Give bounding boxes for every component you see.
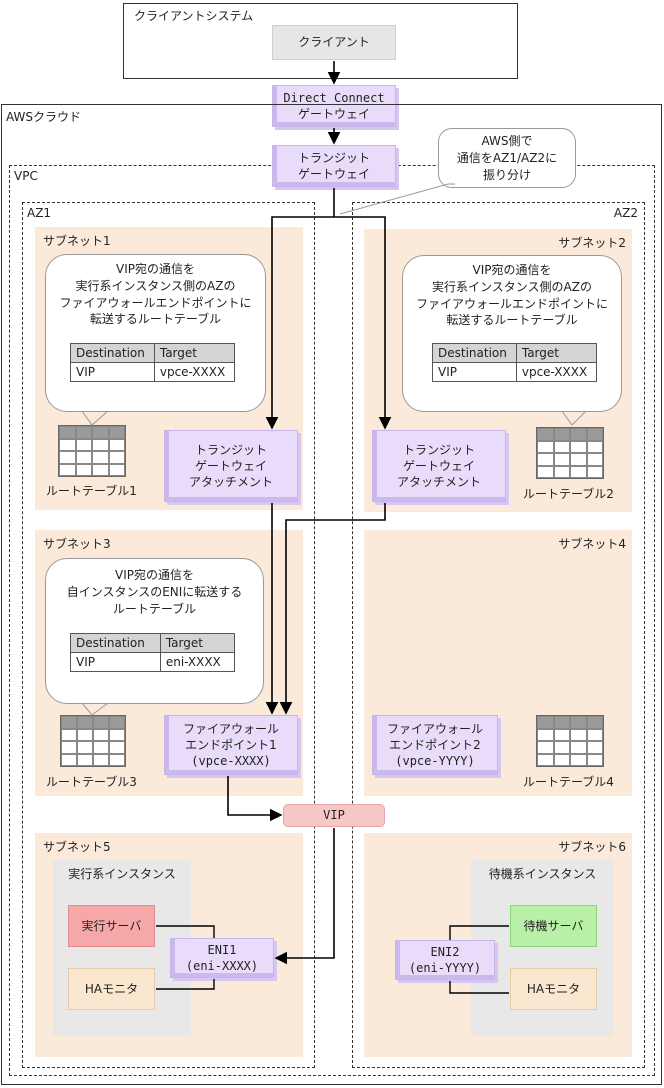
aws-note-line1: AWS側で [481, 134, 533, 148]
rt3-cell-target: eni-XXXX [159, 652, 236, 672]
route-table2-icon [536, 427, 604, 479]
subnet3-title: サブネット3 [43, 537, 111, 551]
aws-note-line3: 振り分け [482, 167, 531, 182]
eni1-line2: (eni-XXXX) [185, 959, 259, 973]
rt3-header-target: Target [159, 633, 236, 653]
rt2-cell-destination: VIP [432, 362, 517, 382]
rt1-cell-target: vpce-XXXX [153, 362, 236, 382]
subnet3-note-line1: VIP宛の通信を [115, 568, 194, 582]
route-table1-icon [58, 425, 126, 477]
subnet2-route-note: VIP宛の通信を 実行系インスタンス側のAZの ファイアウォールエンドポイントに… [402, 255, 622, 412]
fw1-line3: (vpce-XXXX) [191, 754, 271, 769]
active-instance-title: 実行系インスタンス [68, 867, 176, 881]
firewall-endpoint2: ファイアウォールエンドポイント2 (vpce-YYYY) [372, 715, 498, 775]
standby-ha-monitor: HAモニタ [510, 968, 597, 1010]
subnet1-title: サブネット1 [43, 234, 111, 248]
subnet4-title: サブネット4 [558, 537, 626, 551]
dc-gateway-line2: ゲートウェイ [297, 107, 370, 121]
active-ha-monitor: HAモニタ [68, 968, 155, 1010]
rt1-header-target: Target [153, 343, 236, 363]
eni2-line2: (eni-YYYY) [408, 961, 482, 975]
eni2-line1: ENI2 [430, 944, 460, 959]
rt3-cell-destination: VIP [70, 652, 161, 672]
fw2-line1: ファイアウォール [386, 721, 483, 736]
rt2-cell-target: vpce-XXXX [515, 362, 598, 382]
firewall-endpoint1: ファイアウォールエンドポイント1 (vpce-XXXX) [164, 715, 298, 775]
az2-title: AZ2 [613, 206, 638, 220]
subnet2-note-line2: 実行系インスタンス側のAZの [432, 279, 592, 294]
subnet3-route-note: VIP宛の通信を 自インスタンスのENIに転送する ルートテーブル [45, 558, 264, 704]
tgw-line1: トランジット [297, 150, 370, 165]
tga2-line1: トランジット [402, 442, 475, 457]
client-box: クライアント [272, 25, 396, 60]
aws-distribution-note: AWS側で 通信をAZ1/AZ2に 振り分け [438, 128, 576, 188]
subnet6-title: サブネット6 [558, 840, 626, 854]
aws-note-line2: 通信をAZ1/AZ2に [456, 150, 558, 165]
vip-label: VIP [323, 808, 345, 823]
route-table4-icon [536, 715, 604, 767]
route-table4-label: ルートテーブル4 [523, 775, 614, 789]
active-ha-label: HAモニタ [84, 981, 139, 996]
subnet2-title: サブネット2 [558, 236, 626, 250]
subnet1-note-line4: 転送するルートテーブル [89, 312, 222, 327]
subnet3-note-line2: 自インスタンスのENIに転送する [66, 584, 243, 599]
rt1-cell-destination: VIP [70, 362, 155, 382]
route-table1-label: ルートテーブル1 [46, 484, 137, 498]
client-system-title: クライアントシステム [134, 9, 254, 23]
subnet2-note-line3: ファイアウォールエンドポイントに [415, 296, 608, 311]
subnet1-note-line3: ファイアウォールエンドポイントに [59, 295, 252, 310]
rt1-header-destination: Destination [70, 343, 155, 363]
dc-gateway-line1: Direct Connect [283, 90, 385, 105]
subnet2-note-line4: 転送するルートテーブル [446, 313, 578, 328]
tgw-attachment-az2: トランジットゲートウェイアタッチメント [372, 430, 506, 502]
tga2-line2: ゲートウェイ [402, 458, 475, 473]
standby-server: 待機サーバ [510, 905, 597, 947]
rt2-header-target: Target [515, 343, 598, 363]
subnet2-note-line1: VIP宛の通信を [472, 263, 552, 277]
fw2-line2: エンドポイント2 [389, 737, 481, 752]
fw1-line1: ファイアウォール [182, 721, 279, 736]
fw2-line3: (vpce-YYYY) [395, 754, 475, 769]
subnet1-note-line2: 実行系インスタンス側のAZの [75, 278, 236, 293]
tga1-line2: ゲートウェイ [194, 458, 267, 473]
eni1-line1: ENI1 [207, 942, 237, 957]
subnet1-route-note: VIP宛の通信を 実行系インスタンス側のAZの ファイアウォールエンドポイントに… [45, 254, 266, 412]
tga1-line1: トランジット [194, 442, 267, 457]
eni1: ENI1 (eni-XXXX) [170, 938, 274, 978]
standby-server-label: 待機サーバ [523, 918, 584, 933]
standby-instance-title: 待機系インスタンス [488, 867, 597, 881]
eni2: ENI2 (eni-YYYY) [395, 940, 495, 980]
transit-gateway: トランジットゲートウェイ [272, 145, 396, 187]
tga2-line3: アタッチメント [396, 475, 481, 490]
route-table3-icon [60, 715, 126, 767]
fw1-line2: エンドポイント1 [185, 737, 277, 752]
az1-title: AZ1 [27, 206, 52, 220]
aws-cloud-title: AWSクラウド [6, 110, 82, 124]
subnet5-title: サブネット5 [43, 840, 111, 854]
aws-cloud-frame: AWSクラウド [1, 104, 662, 1085]
vpc-title: VPC [14, 169, 38, 183]
vip-box: VIP [283, 804, 385, 827]
tgw-attachment-az1: トランジットゲートウェイアタッチメント [164, 430, 298, 502]
route-table3-label: ルートテーブル3 [46, 775, 137, 789]
route-table2-label: ルートテーブル2 [523, 487, 614, 501]
client-label: クライアント [298, 35, 370, 50]
tgw-line2: ゲートウェイ [297, 167, 370, 181]
tga1-line3: アタッチメント [188, 475, 273, 490]
standby-ha-label: HAモニタ [526, 981, 581, 996]
rt2-header-destination: Destination [432, 343, 517, 363]
subnet3-note-line3: ルートテーブル [112, 601, 197, 616]
rt3-header-destination: Destination [70, 633, 161, 653]
direct-connect-gateway: Direct Connect ゲートウェイ [272, 85, 396, 127]
client-system-frame: クライアントシステム [123, 3, 518, 79]
subnet1-note-line1: VIP宛の通信を [116, 262, 195, 276]
active-server: 実行サーバ [68, 905, 155, 947]
active-server-label: 実行サーバ [81, 918, 142, 933]
